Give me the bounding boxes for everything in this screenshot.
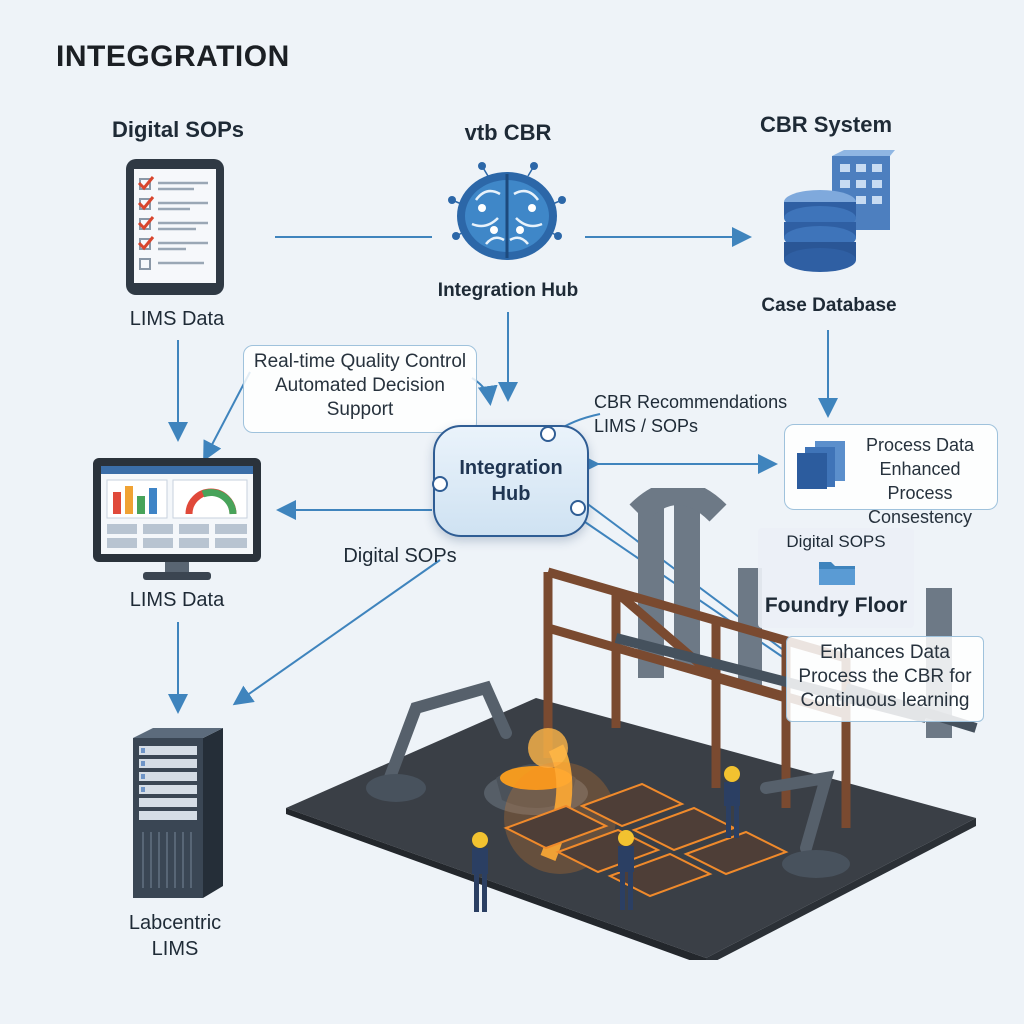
label-digital-sops-top: Digital SOPs: [111, 117, 245, 142]
callout-quality-line2: Automated Decision: [274, 375, 446, 396]
foundry-floor-panel: Digital SOPS Foundry Floor: [758, 528, 914, 628]
callout-quality-control: Real-time Quality Control Automated Deci…: [243, 345, 477, 433]
label-digital-sops-mid: Digital SOPs: [343, 545, 457, 567]
hub-node-dot: [570, 500, 586, 516]
page-title: INTEGGRATION: [56, 40, 290, 73]
arrow-quality-to-monitor: [203, 371, 251, 462]
callout-process-line1: Process Data: [865, 435, 975, 455]
process-data-icon: [797, 441, 845, 489]
label-labcentric-line1: Labcentric: [128, 912, 222, 934]
callout-enhances-line2: Process the CBR for: [798, 666, 972, 687]
hub-node-dot: [540, 426, 556, 442]
callout-cbr-recommendations: CBR Recommendations LIMS / SOPs: [594, 390, 800, 438]
callout-process-line3: Consestency: [867, 507, 973, 527]
callout-enhances-data: Enhances Data Process the CBR for Contin…: [786, 636, 984, 722]
callout-recommend-line1: CBR Recommendations: [594, 392, 788, 412]
label-digital-sops-caps: Digital SOPS: [786, 532, 886, 551]
server-rack-icon: [133, 728, 223, 898]
callout-process-line2: Enhanced Process: [879, 459, 961, 503]
tablet-checklist-icon: [126, 159, 224, 295]
label-foundry-floor: Foundry Floor: [764, 594, 908, 617]
label-lims-data-top: LIMS Data: [129, 308, 225, 330]
arrow-hub-to-labcentric: [232, 559, 441, 706]
label-lims-data-mid: LIMS Data: [129, 589, 225, 611]
callout-quality-line1: Real-time Quality Control: [253, 351, 467, 372]
callout-quality-line3: Support: [326, 399, 394, 420]
label-case-database: Case Database: [761, 295, 897, 316]
callout-enhances-line1: Enhances Data: [820, 642, 950, 663]
hub-line1: Integration: [459, 457, 563, 479]
monitor-dashboard-icon: [93, 458, 261, 580]
folder-icon: [819, 562, 855, 585]
callout-enhances-line3: Continuous learning: [800, 690, 970, 711]
worker-figures: [472, 766, 740, 912]
hub-line2: Hub: [491, 483, 531, 505]
label-cbr-system: CBR System: [759, 112, 893, 137]
callout-process-data: Process Data Enhanced Process Consestenc…: [784, 424, 998, 527]
hub-node-dot: [432, 476, 448, 492]
label-labcentric-line2: LIMS: [151, 938, 199, 960]
brain-network-icon: [448, 162, 566, 260]
label-integration-hub-top: Integration Hub: [437, 280, 579, 301]
callout-recommend-line2: LIMS / SOPs: [594, 416, 699, 436]
label-vtb-cbr: vtb CBR: [464, 120, 552, 145]
database-stack-icon: [784, 150, 895, 272]
integration-hub-node: Integration Hub: [433, 425, 589, 537]
